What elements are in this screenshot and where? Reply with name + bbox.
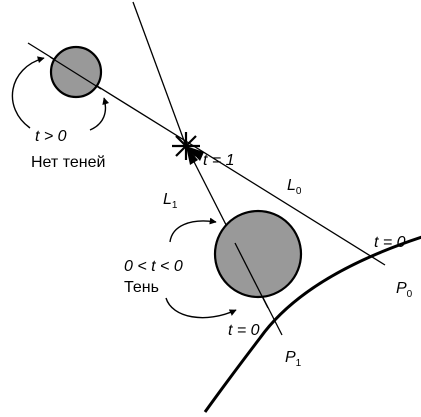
- label-no-shadows: Нет теней: [31, 154, 105, 171]
- arrowhead-L1: [186, 146, 198, 165]
- label-L0: L0: [287, 177, 302, 197]
- label-P0: P0: [396, 280, 413, 300]
- curved-arrow-top-left: [11, 56, 45, 129]
- label-shadow: Тень: [124, 279, 159, 296]
- ray-L1-over: [234, 242, 269, 309]
- label-t-greater-zero: t > 0: [35, 128, 67, 145]
- ray-L0-over: [49, 56, 102, 90]
- label-L1: L1: [163, 191, 178, 211]
- curved-arrow-lower: [89, 97, 110, 131]
- surface-curve: [203, 235, 421, 413]
- arrowhead-L0: [186, 146, 204, 161]
- occluder-large: [213, 209, 303, 299]
- label-t-equals-zero-right: t = 0: [374, 234, 406, 251]
- occluder-small: [49, 45, 103, 99]
- label-P1: P1: [285, 349, 302, 369]
- line-from-top: [132, 1, 187, 147]
- label-range: 0 < t < 0: [124, 258, 183, 275]
- curved-arrow-shadow: [165, 297, 237, 319]
- label-t-equals-zero-bottom: t = 0: [228, 322, 260, 339]
- label-t-equals-one: t = 1: [203, 152, 235, 169]
- curved-arrow-range: [169, 217, 217, 243]
